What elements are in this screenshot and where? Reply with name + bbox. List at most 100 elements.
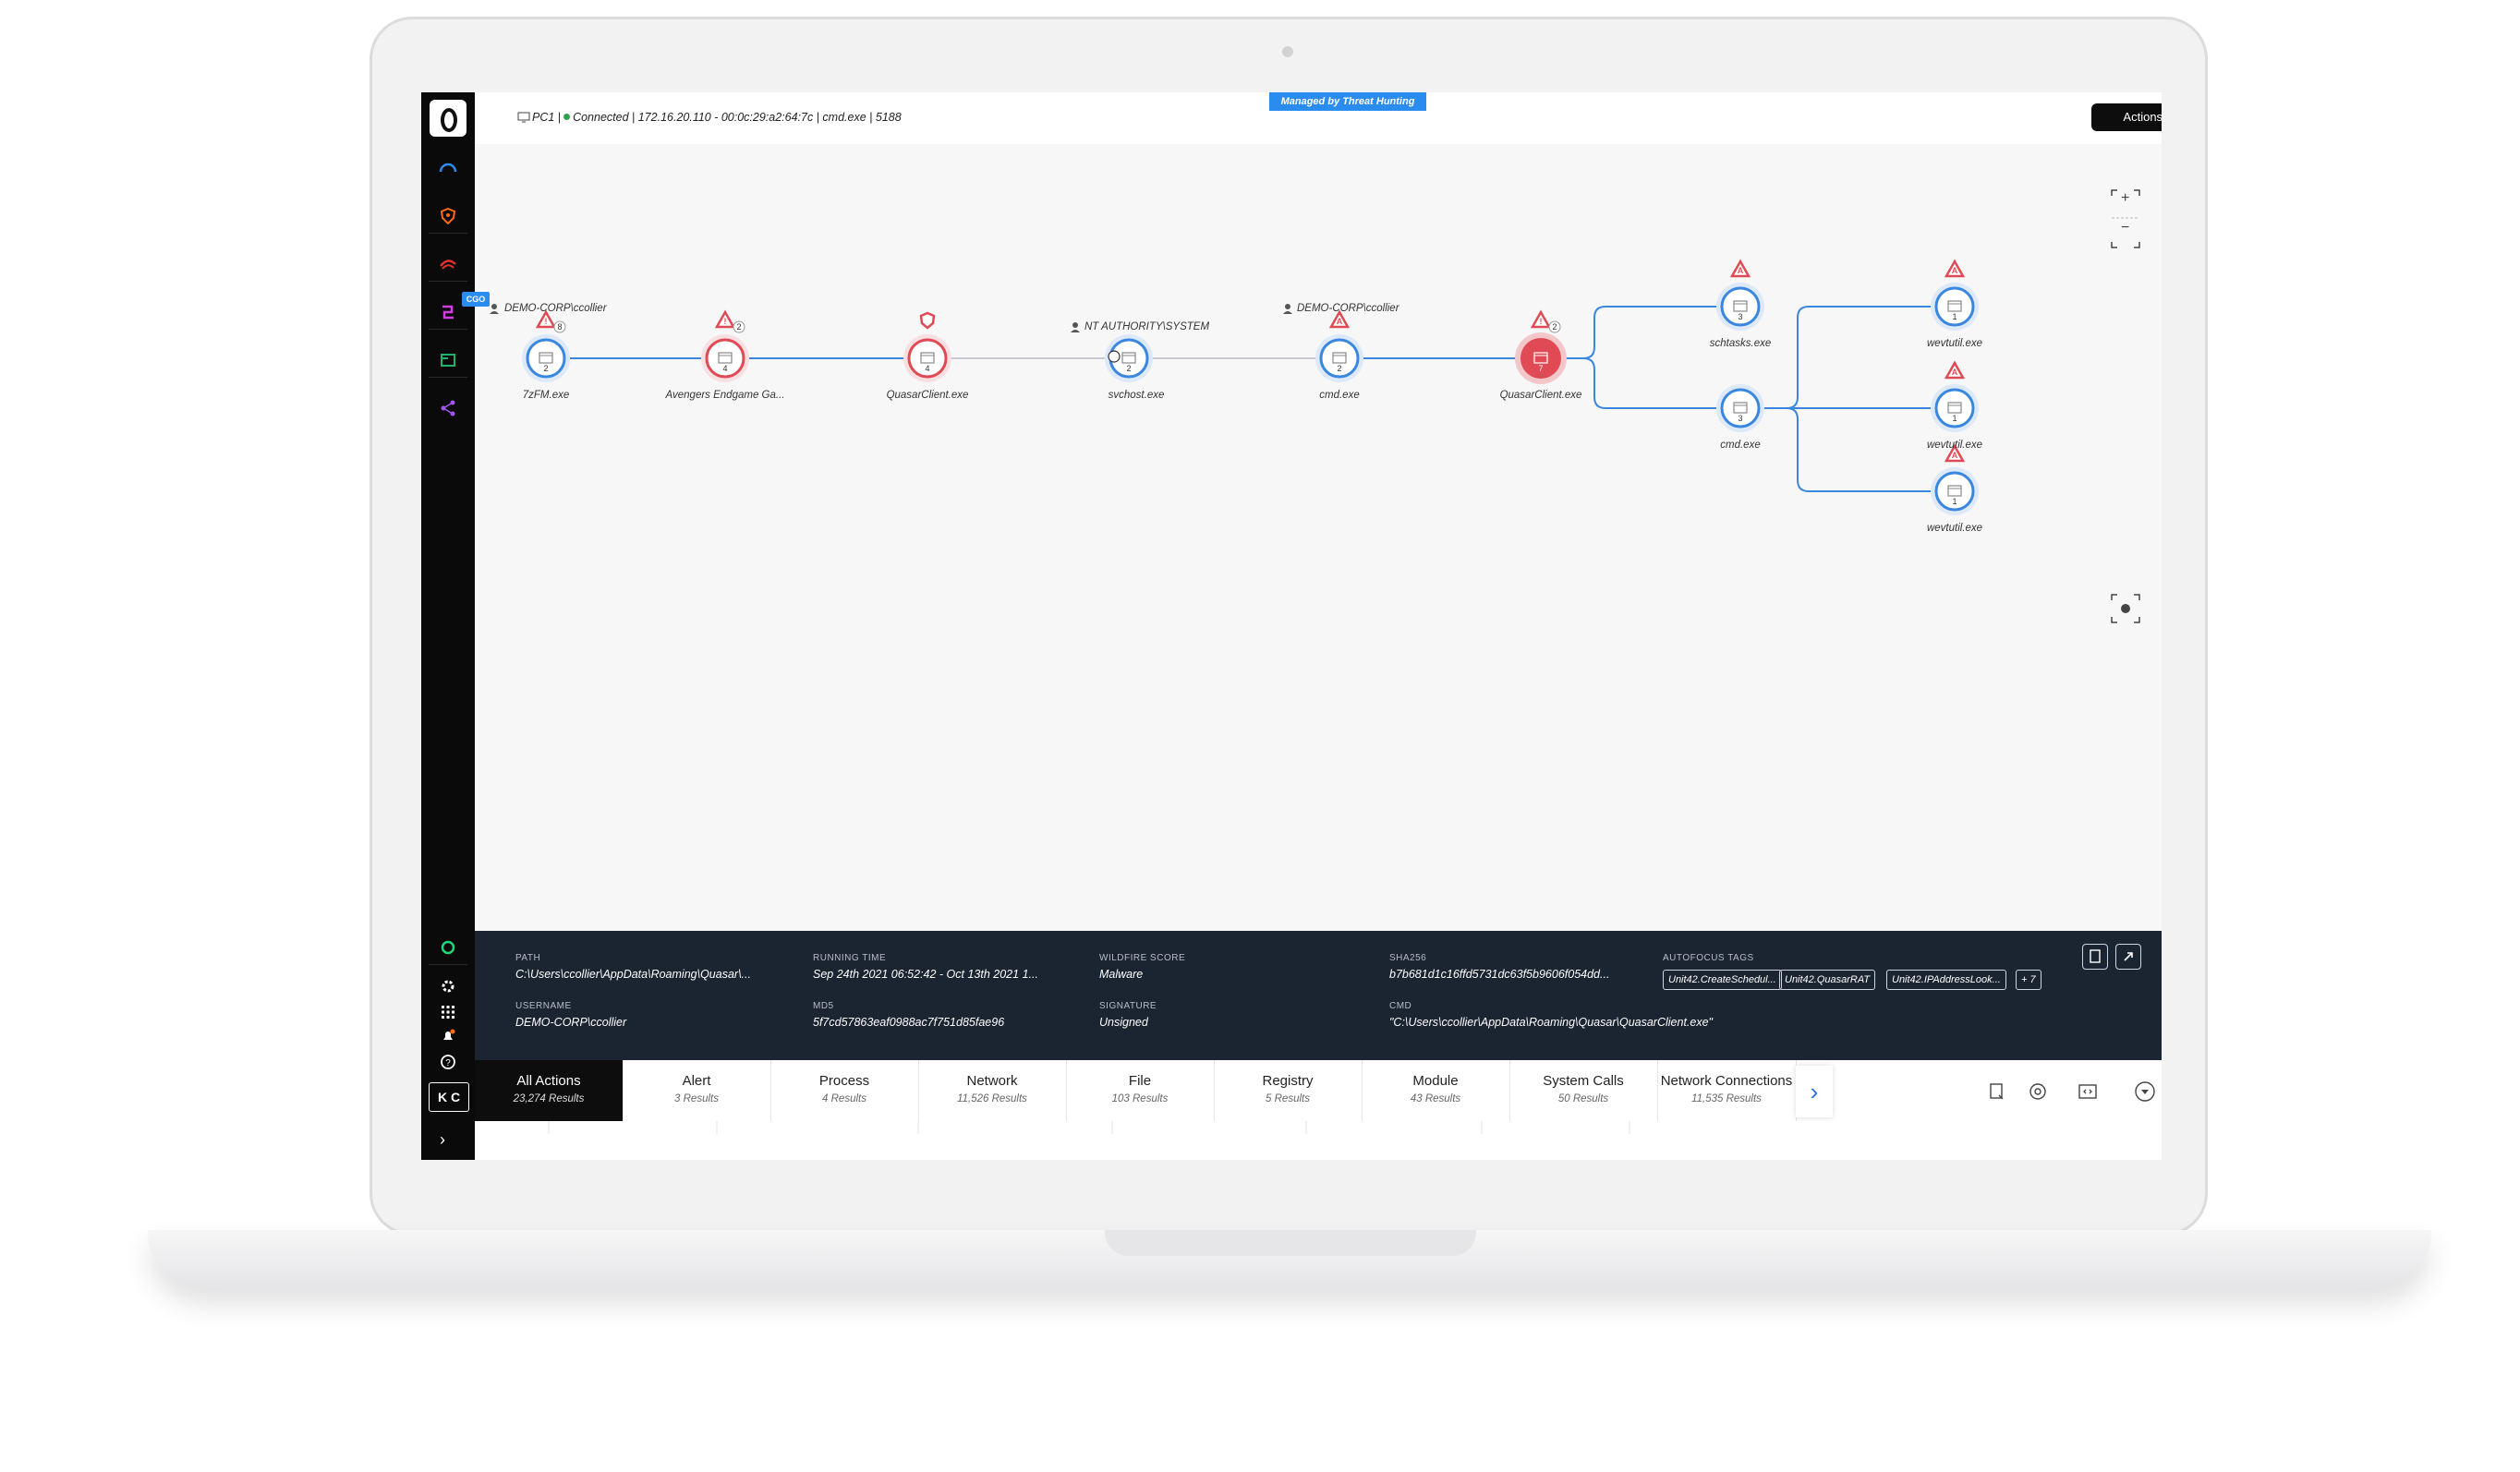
recenter-icon[interactable] <box>2110 593 2141 624</box>
node-wevtutil-2[interactable] <box>1931 384 1979 432</box>
table-column-dividers <box>548 1121 1630 1134</box>
autofocus-tag[interactable]: Unit42.CreateSchedul... <box>1663 970 1782 990</box>
apps-grid-icon[interactable] <box>439 1003 457 1021</box>
tab-label: Registry <box>1262 1073 1314 1089</box>
autofocus-tag[interactable]: Unit42.QuasarRAT <box>1779 970 1876 990</box>
node-count: 7 <box>1538 364 1544 373</box>
app-logo[interactable] <box>430 100 466 137</box>
wildfire-label: WILDFIRE SCORE <box>1099 953 1186 963</box>
tab-count: 43 Results <box>1410 1093 1461 1104</box>
node-count: 2 <box>543 364 549 373</box>
tab-count: 50 Results <box>1557 1093 1609 1104</box>
md5-label: MD5 <box>813 1001 834 1011</box>
alert-triangle-icon <box>1729 259 1751 278</box>
node-quasarclient-1[interactable] <box>903 334 951 382</box>
user-label: DEMO-CORP\ccollier <box>504 303 607 314</box>
shield-icon[interactable] <box>439 207 457 225</box>
alert-count: 2 <box>1552 322 1557 332</box>
md5-value[interactable]: 5f7cd57863eaf0988ac7f751d85fae96 <box>813 1016 1005 1029</box>
node-wevtutil-3[interactable] <box>1931 467 1979 515</box>
top-bar: PC1 |Connected | 172.16.20.110 - 00:0c:2… <box>475 92 2162 144</box>
sidebar-divider <box>429 233 467 234</box>
notification-icon[interactable] <box>439 1027 457 1045</box>
filter-icon[interactable] <box>2134 1080 2156 1103</box>
laptop-notch <box>1105 1230 1476 1256</box>
node-count: 4 <box>722 364 728 373</box>
monitor-icon <box>517 112 530 123</box>
signature-value: Unsigned <box>1099 1016 1148 1029</box>
dashboard-gauge-icon[interactable] <box>439 159 457 177</box>
tab-all-actions[interactable]: All Actions 23,274 Results <box>475 1060 624 1121</box>
node-cmd-2[interactable] <box>1716 384 1764 432</box>
node-schtasks[interactable] <box>1716 283 1764 331</box>
username-value: DEMO-CORP\ccollier <box>515 1016 627 1029</box>
alert-letter: ! <box>723 317 727 326</box>
expand-sidebar-icon[interactable]: › <box>440 1130 445 1149</box>
alert-triangle-icon <box>1944 360 1966 380</box>
status-ring-icon[interactable] <box>439 938 457 957</box>
running-time-value: Sep 24th 2021 06:52:42 - Oct 13th 2021 1… <box>813 968 1038 981</box>
username-label: USERNAME <box>515 1001 572 1011</box>
incident-swoosh-icon[interactable] <box>439 255 457 273</box>
node-quasarclient-2[interactable] <box>1515 332 1567 384</box>
connection-status: Connected <box>573 111 629 124</box>
path-value[interactable]: C:\Users\ccollier\AppData\Roaming\Quasar… <box>515 968 751 981</box>
node-svchost[interactable] <box>1105 334 1153 382</box>
alert-letter: A <box>1951 368 1958 377</box>
connection-info: 172.16.20.110 - 00:0c:29:a2:64:7c | cmd.… <box>637 111 902 124</box>
node-wevtutil-1[interactable] <box>1931 283 1979 331</box>
zoom-in-button[interactable]: + <box>2121 190 2130 206</box>
target-icon[interactable] <box>2027 1080 2049 1103</box>
tabs-next-button[interactable]: › <box>1796 1066 1833 1117</box>
node-7zfm[interactable] <box>522 334 570 382</box>
alert-count-badge <box>733 320 745 333</box>
svg-text:?: ? <box>445 1058 451 1068</box>
tab-label: All Actions <box>516 1073 581 1089</box>
code-icon[interactable] <box>2077 1080 2099 1103</box>
node-cmd-1[interactable] <box>1315 334 1363 382</box>
node-count: 3 <box>1738 414 1743 423</box>
zoom-out-button[interactable]: − <box>2121 220 2130 235</box>
wildfire-value[interactable]: Malware <box>1099 968 1144 981</box>
sha256-value[interactable]: b7b681d1c16ffd5731dc63f5b9606f054dd... <box>1389 968 1610 981</box>
assets-icon[interactable] <box>439 351 457 369</box>
shield-alert-icon <box>919 311 936 330</box>
endpoint-icon[interactable] <box>439 303 457 321</box>
autofocus-tag[interactable]: Unit42.IPAddressLook... <box>1886 970 2006 990</box>
cmd-value[interactable]: "C:\Users\ccollier\AppData\Roaming\Quasa… <box>1389 1016 1713 1029</box>
actions-button[interactable]: Actions ⌄ <box>2091 103 2162 131</box>
autofocus-label: AUTOFOCUS TAGS <box>1663 953 1754 963</box>
tab-count: 23,274 Results <box>513 1093 585 1104</box>
help-icon[interactable]: ? <box>439 1053 457 1071</box>
copy-icon[interactable] <box>2082 944 2108 970</box>
zoom-controls[interactable] <box>2110 188 2141 249</box>
node-label: schtasks.exe <box>1709 338 1772 349</box>
node-label: cmd.exe <box>1319 390 1360 401</box>
node-label: 7zFM.exe <box>522 390 570 401</box>
user-icon <box>491 304 497 309</box>
node-avengers[interactable] <box>701 334 749 382</box>
autofocus-more-tag[interactable]: + 7 <box>2016 970 2041 990</box>
graph-edge <box>1541 306 1740 359</box>
graph-icon[interactable] <box>439 399 457 417</box>
node-count: 3 <box>1738 312 1743 321</box>
sidebar-divider <box>429 281 467 282</box>
alert-triangle-icon <box>1530 309 1552 329</box>
user-label: DEMO-CORP\ccollier <box>1297 303 1399 314</box>
export-icon[interactable] <box>1986 1080 2008 1103</box>
node-count: 1 <box>1952 497 1957 506</box>
open-external-icon[interactable] <box>2115 944 2141 970</box>
gear-icon[interactable] <box>439 977 457 995</box>
process-details-panel: PATH C:\Users\ccollier\AppData\Roaming\Q… <box>475 931 2162 1060</box>
tab-label: File <box>1128 1073 1152 1089</box>
avatar[interactable]: K C <box>429 1082 469 1112</box>
